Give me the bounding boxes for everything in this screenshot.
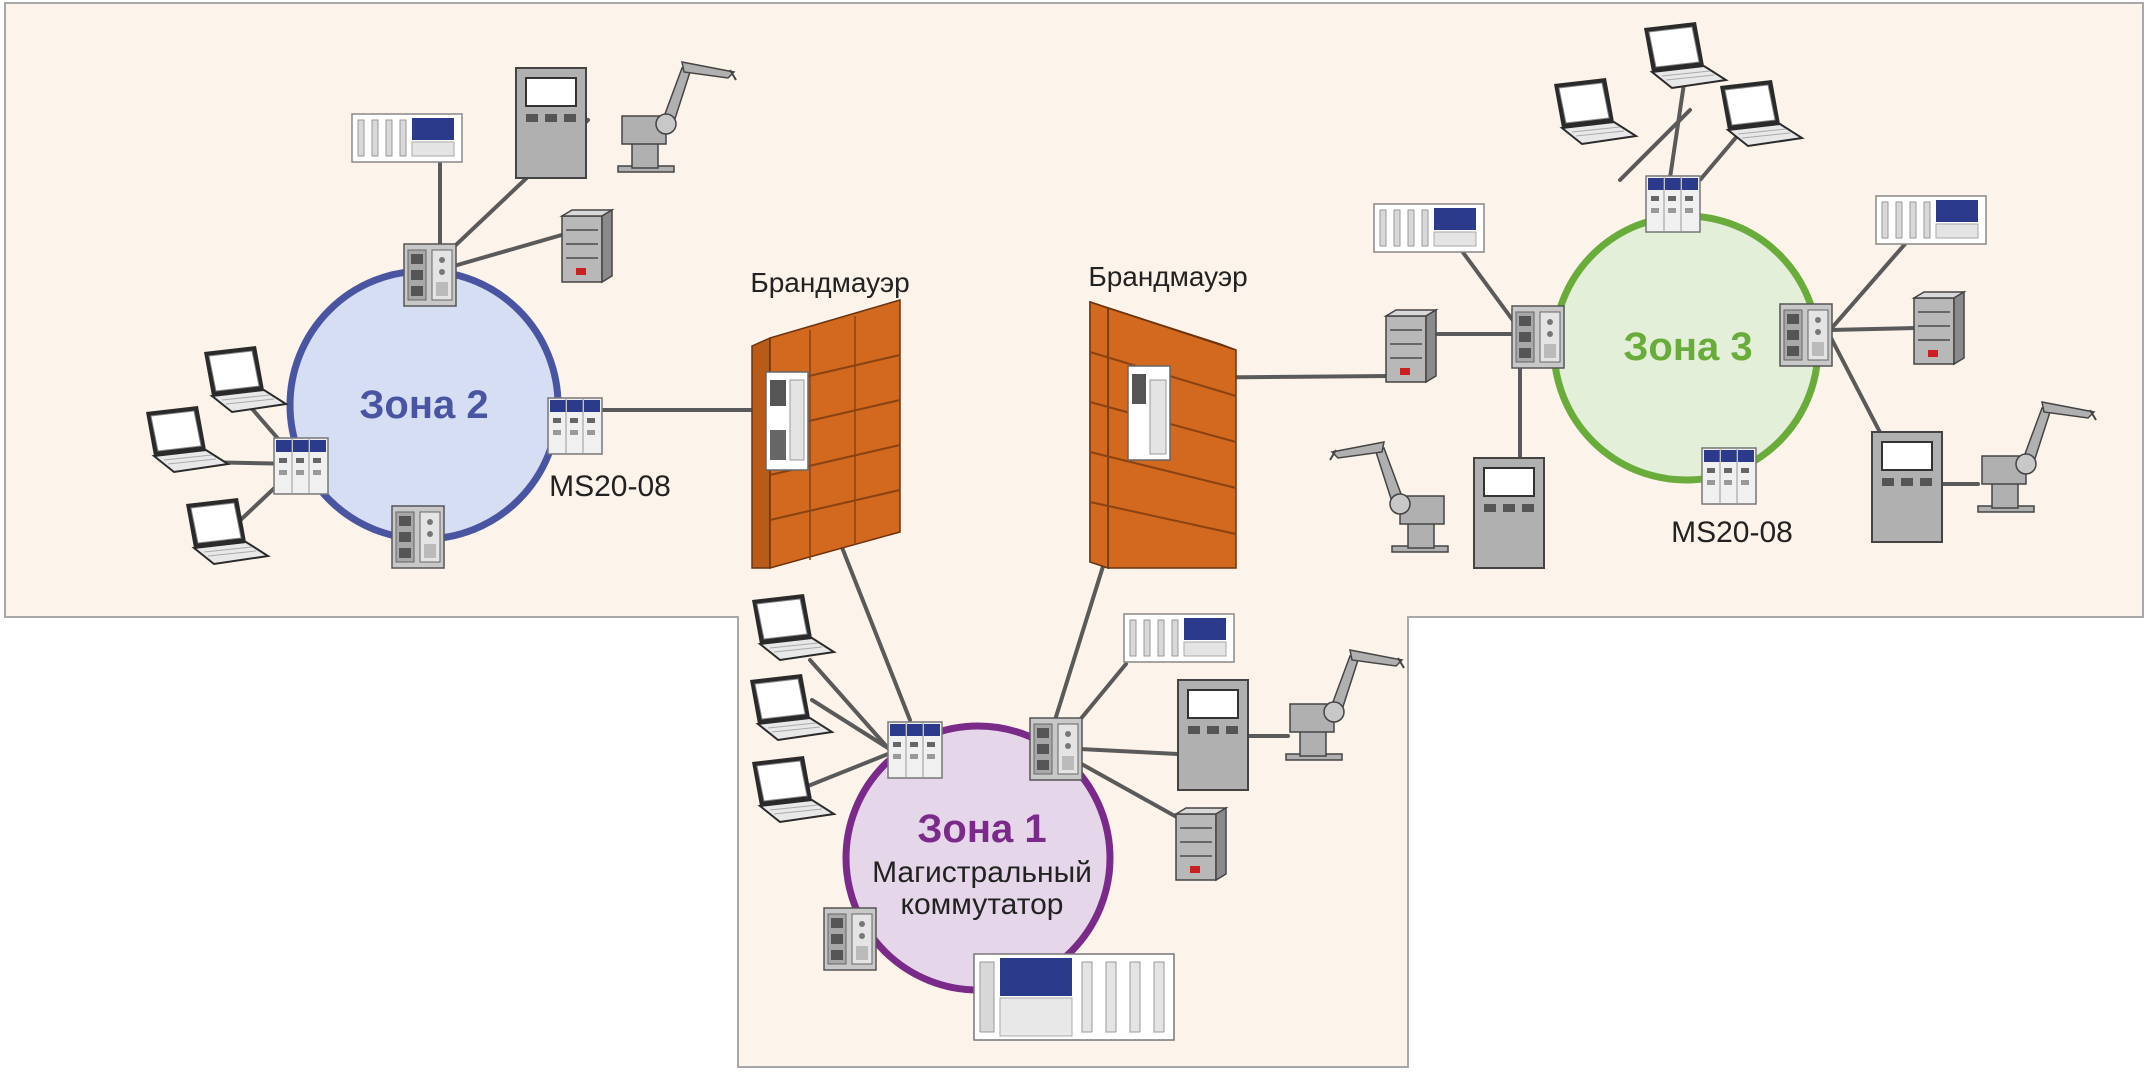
plc-rack-icon bbox=[1123, 613, 1235, 663]
server-icon bbox=[1385, 309, 1437, 383]
zone3-title: Зона 3 bbox=[1623, 325, 1752, 369]
switch-icon bbox=[1645, 175, 1701, 233]
hmi-panel-icon bbox=[515, 67, 587, 179]
switch-icon bbox=[1029, 717, 1083, 781]
server-icon bbox=[561, 209, 613, 283]
zone1-subtitle-line2: коммутатор bbox=[901, 888, 1064, 921]
hmi-panel-icon bbox=[1177, 679, 1249, 791]
switch-icon bbox=[1701, 447, 1757, 505]
zone1-subtitle-line1: Магистральный bbox=[872, 856, 1092, 889]
server-icon bbox=[1175, 807, 1227, 881]
zone2-switch-label: MS20-08 bbox=[549, 470, 671, 503]
plc-rack-icon bbox=[973, 953, 1175, 1041]
switch-icon bbox=[1511, 305, 1565, 369]
firewall-left-label: Брандмауэр bbox=[750, 267, 909, 298]
switch-icon bbox=[391, 505, 445, 569]
switch-icon bbox=[1779, 303, 1833, 367]
switch-icon bbox=[823, 907, 877, 971]
hmi-panel-icon bbox=[1473, 457, 1545, 569]
firewall-right-label: Брандмауэр bbox=[1088, 261, 1247, 292]
plc-rack-icon bbox=[1373, 203, 1485, 253]
zone1-title: Зона 1 bbox=[917, 807, 1046, 851]
zone2-title: Зона 2 bbox=[359, 383, 488, 427]
switch-icon bbox=[273, 437, 329, 495]
server-icon bbox=[1913, 291, 1965, 365]
switch-icon bbox=[547, 397, 603, 455]
plc-rack-icon bbox=[1875, 195, 1987, 245]
hmi-panel-icon bbox=[1871, 431, 1943, 543]
switch-icon bbox=[403, 243, 457, 307]
plc-rack-icon bbox=[351, 113, 463, 163]
zone3-switch-label: MS20-08 bbox=[1671, 516, 1793, 549]
switch-icon bbox=[887, 721, 943, 779]
